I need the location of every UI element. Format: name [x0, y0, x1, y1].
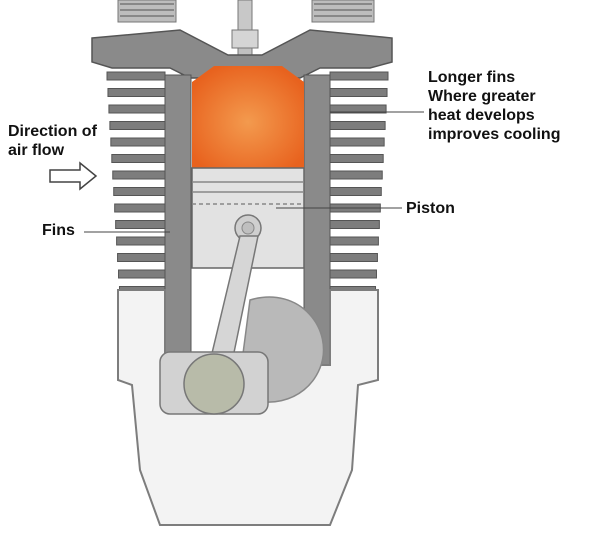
fin-right: [329, 187, 382, 196]
fin-left: [110, 137, 166, 147]
fin-right: [329, 170, 383, 180]
label-piston: Piston: [406, 199, 455, 218]
fin-right: [329, 220, 380, 229]
spark-plug: [231, 0, 259, 61]
fin-left: [118, 269, 166, 279]
fin-right: [329, 71, 389, 81]
label-piston-text: Piston: [406, 200, 455, 217]
fin-left: [107, 88, 166, 97]
label-air-flow: Direction of air flow: [8, 122, 97, 160]
label-fins: Fins: [42, 221, 75, 240]
fin-right: [329, 253, 378, 262]
air-flow-arrow-icon: [49, 161, 98, 191]
cylinder-head: [91, 29, 393, 79]
fin-left: [108, 104, 166, 114]
label-fins-text: Fins: [42, 222, 75, 239]
combustion-chamber: [192, 66, 304, 168]
fin-right: [329, 137, 385, 147]
fin-left: [114, 203, 166, 213]
valve-spring-right: [311, 0, 375, 23]
label-longer-fins-line-3: heat develops: [428, 107, 535, 124]
label-longer-fins-line-4: improves cooling: [428, 126, 561, 143]
fin-right: [329, 154, 384, 163]
fin-left: [115, 220, 166, 229]
label-longer-fins-line-1: Longer fins: [428, 69, 516, 86]
valve-spring-left: [117, 0, 177, 23]
fin-right: [329, 236, 379, 246]
label-air-flow-line-1: Direction of: [8, 123, 97, 140]
label-longer-fins: Longer fins Where greater heat develops …: [428, 68, 560, 144]
label-air-flow-line-2: air flow: [8, 142, 65, 159]
fin-right: [329, 269, 377, 279]
label-longer-fins-line-2: Where greater: [428, 88, 536, 105]
cylinder-wall-left: [164, 74, 192, 366]
crankpin-big-end: [159, 351, 269, 415]
fin-left: [113, 187, 166, 196]
fin-left: [109, 121, 166, 130]
fin-left: [116, 236, 166, 246]
fin-right: [329, 88, 388, 97]
fin-left: [106, 71, 166, 81]
fin-right: [329, 121, 386, 130]
fin-left: [111, 154, 166, 163]
fin-left: [112, 170, 166, 180]
fin-left: [117, 253, 166, 262]
